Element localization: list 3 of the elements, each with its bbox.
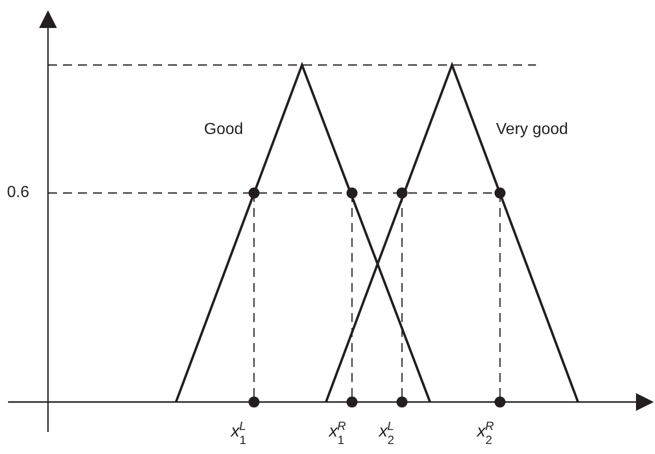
set-label: Very good (496, 122, 568, 138)
axis-tick-label: 0.6 (7, 185, 30, 201)
set-label: Good (204, 122, 244, 138)
